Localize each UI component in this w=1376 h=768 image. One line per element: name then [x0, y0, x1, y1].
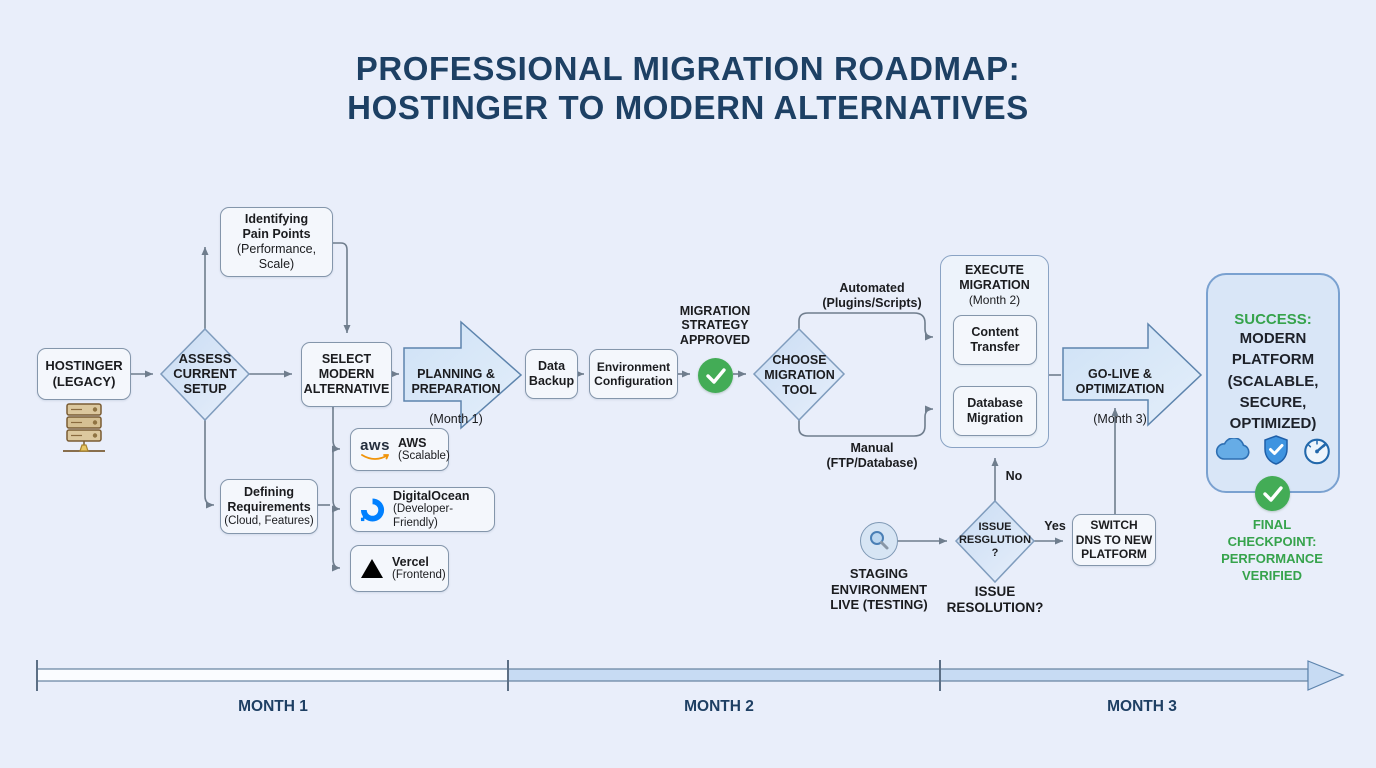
label-staging-environment: STAGING ENVIRONMENT LIVE (TESTING): [830, 566, 928, 613]
success-title: SUCCESS:: [1234, 311, 1312, 328]
label-manual-path: Manual (FTP/Database): [826, 441, 918, 470]
timeline-label-month2: MONTH 2: [684, 698, 754, 715]
digitalocean-subtitle: (Developer-Friendly): [393, 503, 454, 529]
node-identifying-pain-points: Identifying Pain Points (Performance, Sc…: [220, 207, 333, 277]
pain-points-subtitle: (Performance, Scale): [236, 242, 317, 271]
final-check-circle: [1255, 476, 1290, 511]
legacy-server-icon: [63, 403, 105, 452]
timeline-segment-month2-3: [507, 668, 1309, 682]
option-vercel: Vercel (Frontend): [350, 545, 449, 592]
label-no: No: [1005, 469, 1023, 483]
connector-lines: [131, 242, 1119, 572]
execute-title: EXECUTE MIGRATION: [959, 263, 1030, 292]
timeline-segment-month1: [36, 668, 509, 682]
vercel-subtitle: (Frontend): [392, 569, 446, 582]
aws-logo-text: aws: [360, 437, 390, 454]
aws-smile-icon: [361, 454, 389, 460]
connector-assess-defining: [204, 420, 215, 509]
label-issue-resolution: ISSUE RESOLUTION?: [946, 584, 1044, 616]
timeline-arrowhead-icon: [1307, 660, 1345, 691]
defining-subtitle: (Cloud, Features): [224, 514, 314, 527]
node-assess-current-setup: ASSESS CURRENT SETUP: [173, 351, 237, 396]
page-title: PROFESSIONAL MIGRATION ROADMAP: HOSTINGE…: [347, 50, 1029, 126]
aws-name: AWS: [398, 435, 427, 450]
choose-tool-diamond-shape: [752, 327, 846, 422]
pain-points-title: Identifying Pain Points: [242, 212, 311, 241]
assess-diamond-shape: [159, 327, 251, 422]
execute-subtitle: (Month 2): [968, 293, 1021, 307]
option-aws: aws AWS (Scalable): [350, 428, 450, 471]
vercel-name: Vercel: [392, 554, 429, 569]
aws-subtitle: (Scalable): [398, 450, 450, 463]
digitalocean-name: DigitalOcean: [393, 489, 470, 504]
connector-manual-path: [798, 405, 934, 437]
node-choose-migration-tool: CHOOSE MIGRATION TOOL: [764, 353, 835, 397]
success-feature-icons: [1215, 435, 1333, 465]
timeline-label-month1: MONTH 1: [238, 698, 308, 715]
label-final-checkpoint: FINAL CHECKPOINT: PERFORMANCE VERIFIED: [1221, 517, 1323, 583]
success-body: MODERN PLATFORM (SCALABLE, SECURE, OPTIM…: [1227, 330, 1319, 433]
speedometer-icon: [1304, 438, 1330, 464]
node-data-backup: Data Backup: [525, 349, 578, 399]
golive-title: GO-LIVE & OPTIMIZATION: [1075, 367, 1165, 396]
label-migration-strategy-approved: MIGRATION STRATEGY APPROVED: [679, 304, 751, 347]
node-environment-configuration: Environment Configuration: [589, 349, 678, 399]
node-select-modern-alternative: SELECT MODERN ALTERNATIVE: [301, 342, 392, 407]
connector-select-aws: [331, 407, 341, 453]
node-hostinger-legacy: HOSTINGER (LEGACY): [37, 348, 131, 400]
planning-phase-arrow-shape: [403, 320, 523, 430]
planning-subtitle: (Month 1): [429, 412, 483, 426]
node-issue-resolution-decision: ISSUE RESGLUTION ?: [958, 521, 1032, 560]
label-yes: Yes: [1044, 519, 1066, 533]
node-content-transfer: Content Transfer: [953, 315, 1037, 365]
vercel-logo: [361, 559, 383, 578]
planning-title: PLANNING & PREPARATION: [411, 367, 501, 396]
connector-select-vercel: [331, 509, 341, 572]
strategy-check-circle: [698, 358, 733, 393]
node-planning-preparation: PLANNING & PREPARATION (Month 1): [399, 352, 513, 427]
cloud-icon: [1215, 438, 1250, 460]
node-defining-requirements: Defining Requirements (Cloud, Features): [220, 479, 318, 534]
connector-automated-path: [798, 312, 934, 341]
staging-environment-node: [860, 522, 898, 560]
digitalocean-logo: [360, 497, 385, 522]
option-digitalocean: DigitalOcean (Developer-Friendly): [350, 487, 495, 532]
label-automated-path: Automated (Plugins/Scripts): [822, 281, 922, 310]
defining-title: Defining Requirements: [227, 484, 311, 514]
check-icon: [1262, 485, 1283, 502]
check-icon: [705, 367, 726, 384]
shield-check-icon: [1264, 435, 1288, 465]
issue-resolution-diamond-shape: [954, 499, 1036, 584]
connector-select-digitalocean: [331, 449, 341, 513]
node-golive-optimization: GO-LIVE & OPTIMIZATION (Month 3): [1064, 352, 1176, 427]
aws-logo: aws: [360, 438, 390, 461]
node-database-migration: Database Migration: [953, 386, 1037, 436]
timeline-bar: [36, 660, 1345, 691]
connector-painpoints-select: [333, 242, 351, 333]
magnifier-icon: [870, 531, 889, 550]
node-switch-dns: SWITCH DNS TO NEW PLATFORM: [1072, 514, 1156, 566]
timeline-label-month3: MONTH 3: [1107, 698, 1177, 715]
golive-phase-arrow-shape: [1062, 322, 1203, 427]
golive-subtitle: (Month 3): [1093, 412, 1147, 426]
